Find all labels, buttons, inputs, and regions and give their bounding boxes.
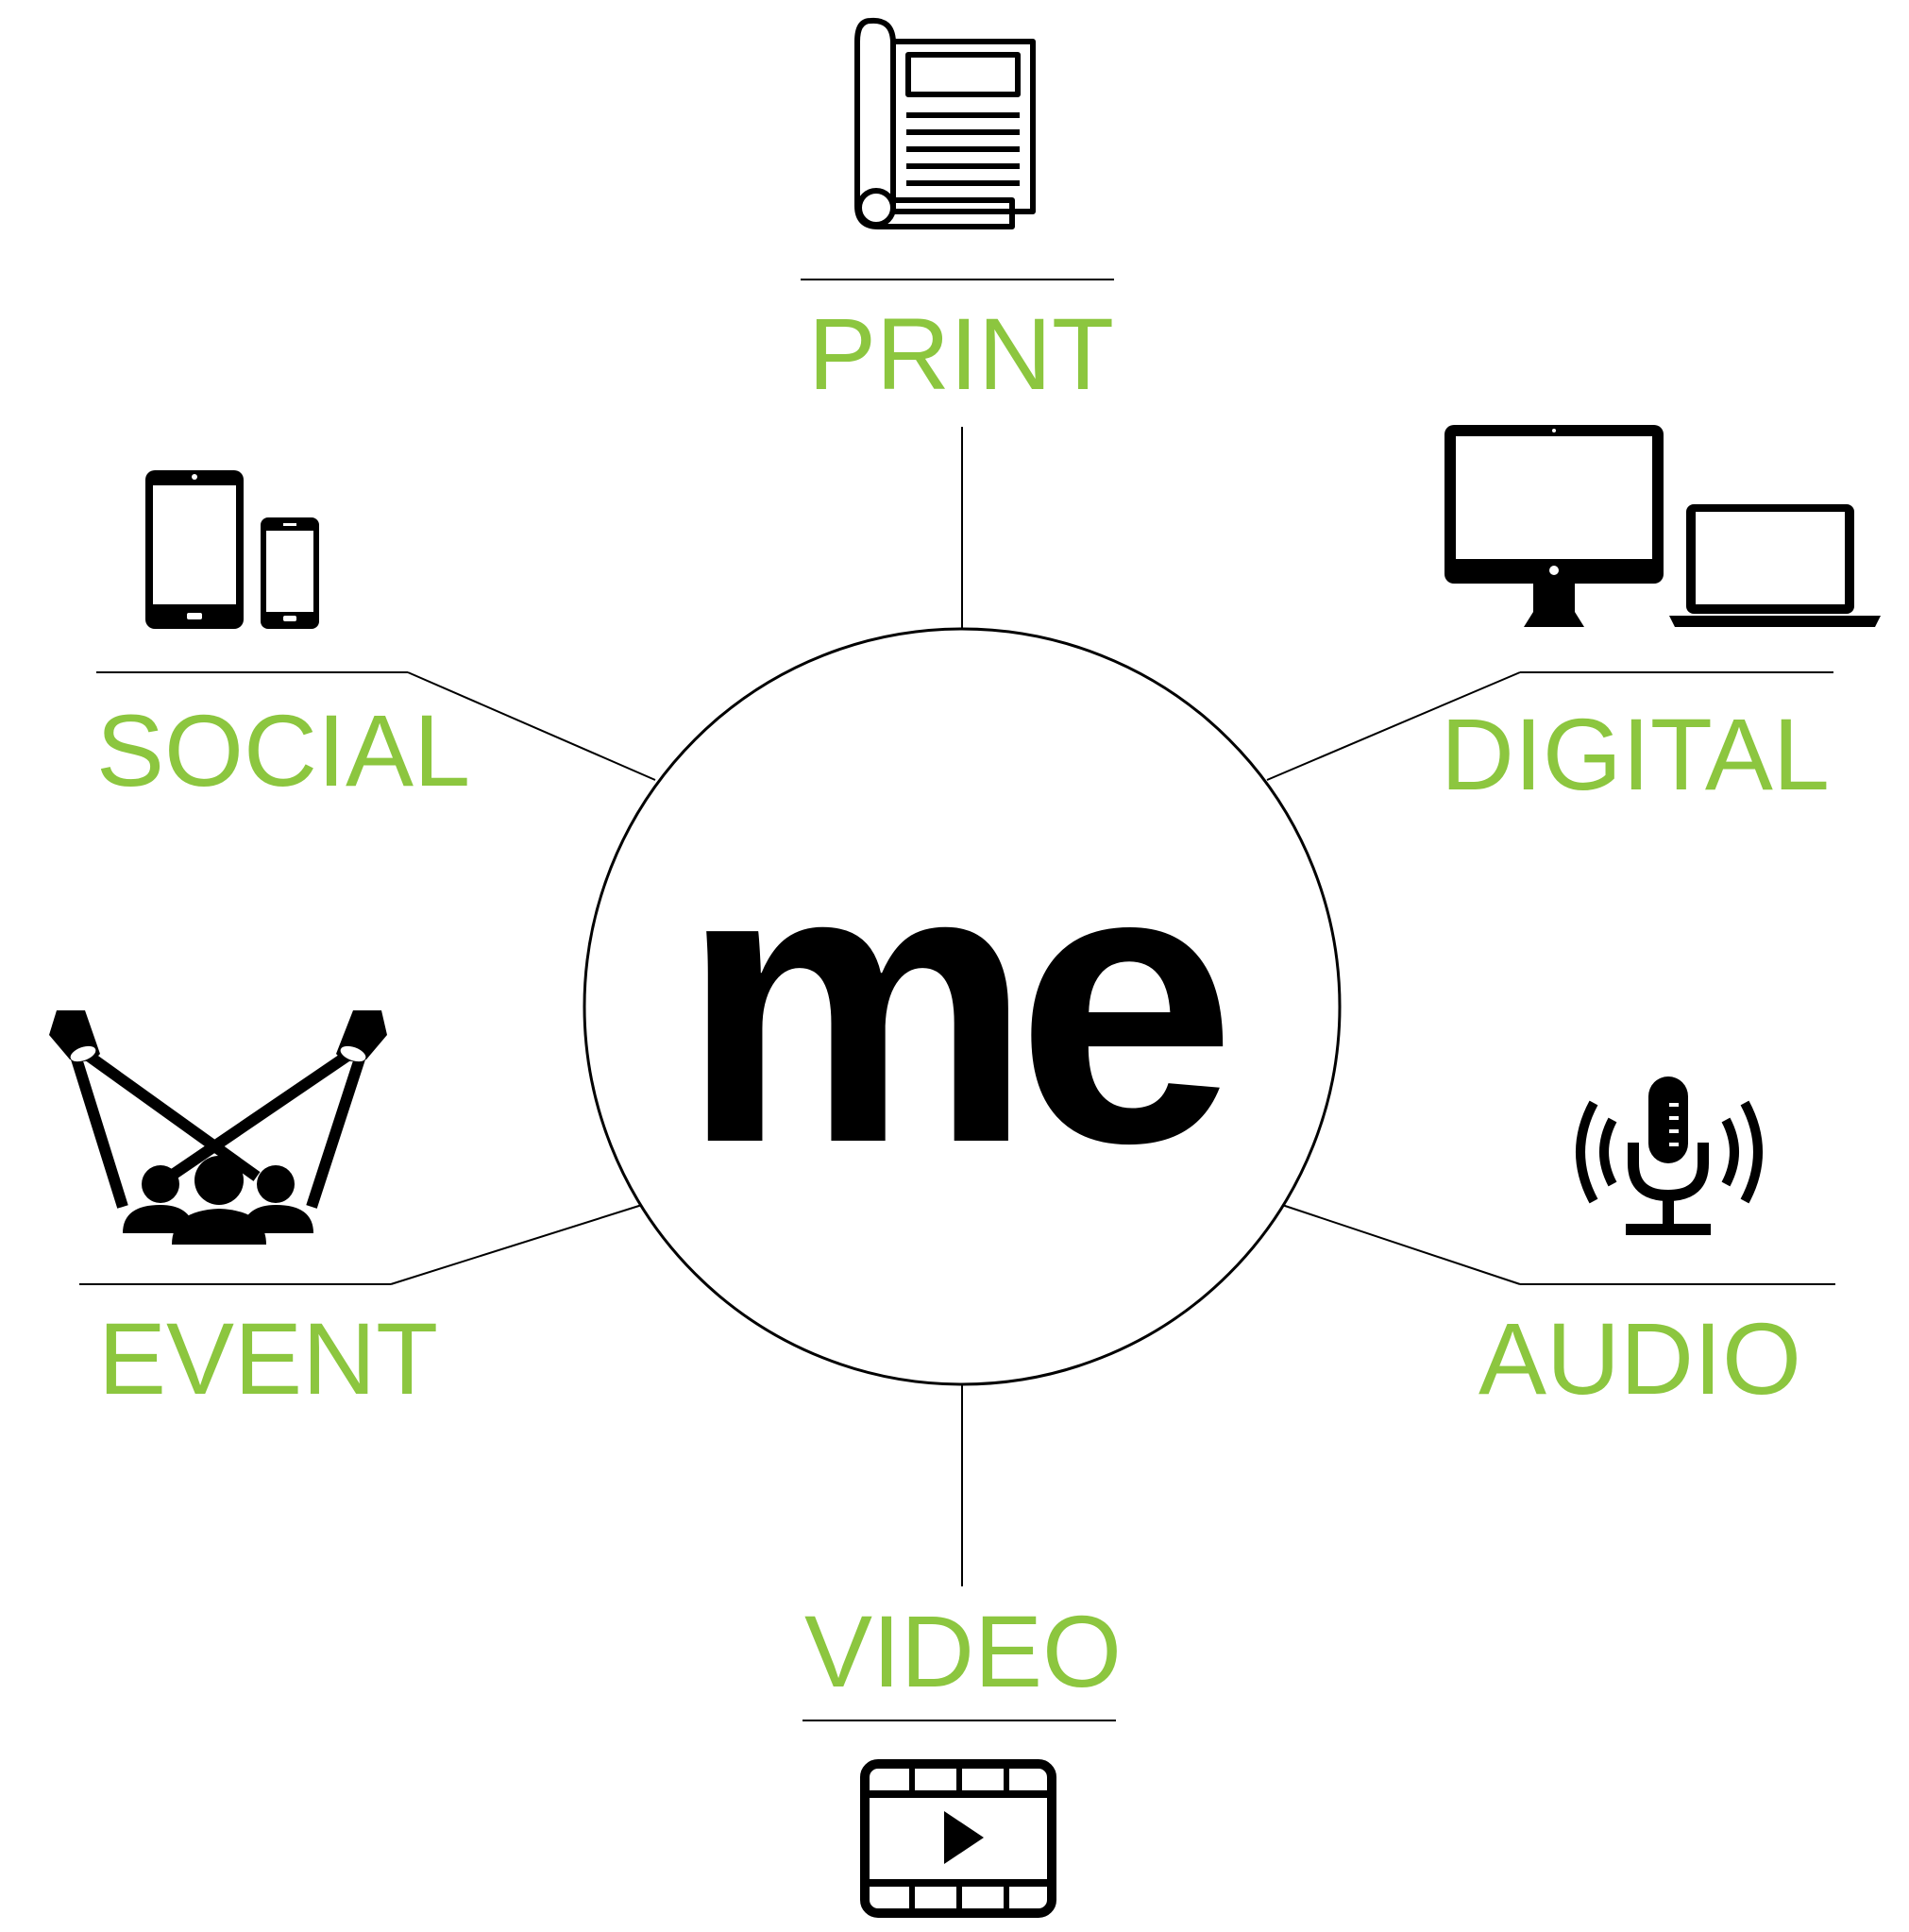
label-video: VIDEO <box>804 1594 1122 1708</box>
connector-digital <box>1266 671 1521 781</box>
connector-social <box>407 671 656 781</box>
label-audio: AUDIO <box>1478 1301 1801 1415</box>
video-film-icon <box>860 1759 1056 1918</box>
microphone-broadcast-icon <box>1576 1076 1763 1235</box>
connector-event <box>390 1204 643 1285</box>
tablet-phone-icon <box>145 470 319 629</box>
label-digital: DIGITAL <box>1441 697 1830 811</box>
connectors <box>79 279 1835 1721</box>
label-event: EVENT <box>98 1301 438 1415</box>
connector-audio <box>1281 1204 1521 1285</box>
computer-laptop-icon <box>1444 425 1881 627</box>
label-print: PRINT <box>808 297 1114 411</box>
label-social: SOCIAL <box>96 693 470 807</box>
newspaper-icon <box>854 17 1036 229</box>
center-circle <box>583 627 1342 1386</box>
center-label: me <box>680 783 1226 1226</box>
spotlight-audience-icon <box>49 1010 387 1245</box>
